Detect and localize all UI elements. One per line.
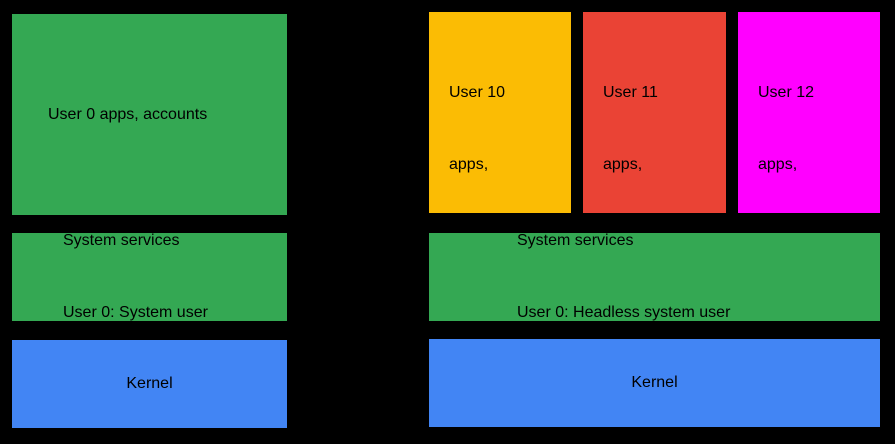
user11-apps-block: User 11 apps, accounts bbox=[583, 12, 726, 245]
user12-line1: User 12 bbox=[758, 84, 815, 101]
user12-apps-block: User 12 apps, accounts bbox=[738, 12, 880, 245]
right-system-services-line2: User 0: Headless system user bbox=[517, 304, 731, 321]
user12-line2: apps, bbox=[758, 156, 798, 173]
left-system-services-label: System services User 0: System user bbox=[63, 181, 208, 373]
user0-apps-block: User 0 apps, accounts bbox=[12, 14, 287, 215]
right-system-services-line1: System services bbox=[517, 232, 634, 249]
user10-line1: User 10 bbox=[449, 84, 506, 101]
user10-line2: apps, bbox=[449, 156, 489, 173]
user10-apps-block: User 10 apps, accounts bbox=[429, 12, 571, 245]
user11-line1: User 11 bbox=[603, 84, 658, 101]
left-system-services-line2: User 0: System user bbox=[63, 304, 208, 321]
right-system-services-block: System services User 0: Headless system … bbox=[429, 232, 880, 321]
right-kernel-label: Kernel bbox=[631, 374, 678, 391]
right-kernel-block: Kernel bbox=[429, 339, 880, 427]
right-device-stack: User 10 apps, accounts User 11 apps, acc… bbox=[429, 0, 880, 444]
user0-apps-label: User 0 apps, accounts bbox=[48, 105, 208, 123]
left-kernel-label: Kernel bbox=[126, 375, 173, 392]
right-system-services-label: System services User 0: Headless system … bbox=[517, 181, 730, 373]
left-system-services-block: System services User 0: System user bbox=[12, 232, 287, 321]
left-system-services-line1: System services bbox=[63, 232, 180, 249]
left-device-stack: User 0 apps, accounts System services Us… bbox=[12, 0, 287, 444]
left-kernel-block: Kernel bbox=[12, 340, 287, 428]
user11-line2: apps, bbox=[603, 156, 643, 173]
